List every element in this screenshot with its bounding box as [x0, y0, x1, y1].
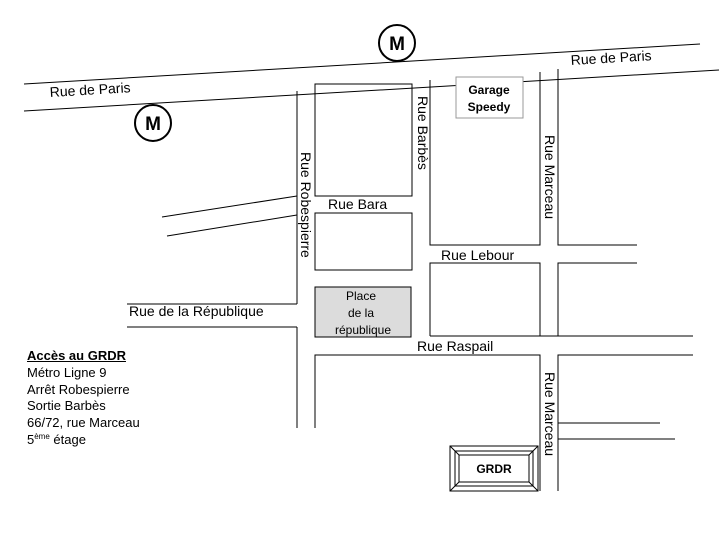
block-barbes-north — [314, 83, 413, 197]
access-line-metro: Métro Ligne 9 — [27, 364, 107, 380]
access-line-stop: Arrêt Robespierre — [27, 381, 130, 397]
rue-de-paris-north-edge — [23, 43, 701, 85]
rue-de-paris-south-edge — [23, 69, 720, 112]
access-line-address: 66/72, rue Marceau — [27, 415, 140, 431]
street-lines — [23, 43, 720, 491]
access-line-floor: 5ème étage — [27, 432, 140, 449]
garage-label-line1: Garage — [468, 83, 510, 97]
grdr-label: GRDR — [476, 462, 512, 476]
floor-ordinal: ème — [34, 431, 50, 441]
street-label-paris-west: Rue de Paris — [49, 79, 131, 100]
floor-number: 5 — [27, 431, 35, 447]
block-garage — [429, 72, 541, 246]
block-lebour-south — [429, 262, 541, 336]
street-label-lebour: Rue Lebour — [441, 247, 515, 263]
floor-word: étage — [49, 431, 86, 447]
street-label-marceau-south: Rue Marceau — [542, 372, 558, 456]
block-east-north — [557, 69, 637, 246]
street-label-robespierre: Rue Robespierre — [298, 152, 314, 258]
access-title: Accès au GRDR — [27, 348, 126, 363]
side-street-line-south — [166, 214, 298, 237]
place-label-line3: république — [335, 323, 391, 337]
block-bara-south — [314, 212, 413, 271]
street-label-bara: Rue Bara — [328, 196, 387, 212]
access-info: Accès au GRDR Métro Ligne 9 Arrêt Robesp… — [27, 348, 140, 449]
metro-icon: M — [378, 24, 416, 62]
garage-label-line2: Speedy — [468, 100, 511, 114]
metro-letter-west: M — [145, 114, 161, 135]
street-label-paris-east: Rue de Paris — [570, 47, 652, 68]
street-label-republique: Rue de la République — [129, 303, 264, 319]
access-line-exit: Sortie Barbès — [27, 398, 106, 414]
block-east-south — [557, 354, 693, 491]
street-label-barbes: Rue Barbès — [415, 96, 431, 170]
metro-letter-north: M — [389, 34, 405, 55]
place-label-line1: Place — [346, 289, 376, 303]
grdr-building: GRDR — [449, 445, 539, 492]
street-label-raspail: Rue Raspail — [417, 338, 493, 354]
block-east-middle — [557, 262, 637, 336]
metro-icon: M — [134, 104, 172, 142]
place-label-line2: de la — [348, 306, 374, 320]
garage-speedy-box — [455, 76, 524, 119]
side-street-line-north — [161, 195, 298, 218]
place-republique-block — [314, 286, 412, 338]
block-grdr — [314, 354, 541, 491]
street-label-marceau-north: Rue Marceau — [542, 135, 558, 219]
